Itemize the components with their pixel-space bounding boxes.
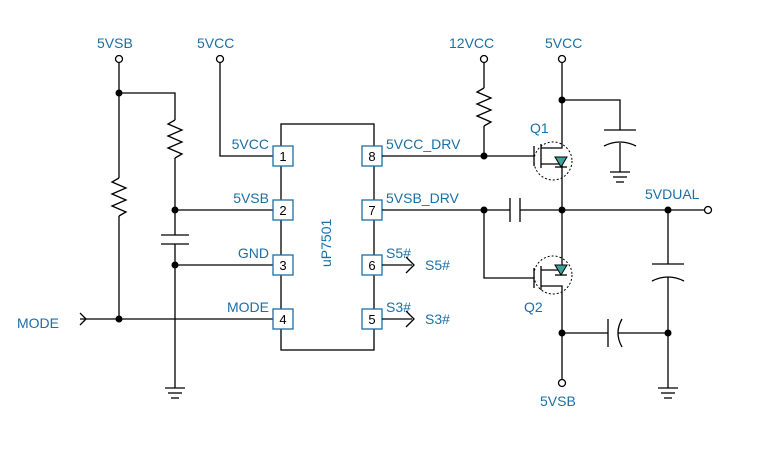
rail-label-5vsb-bottom: 5VSB [540, 393, 576, 409]
terminal-5vsb-top [114, 54, 124, 64]
ic-pin-2: 2 5VSB [233, 190, 294, 221]
ic-pin-name: GND [238, 245, 269, 261]
ic-package [280, 123, 375, 351]
rail-label-5vcc-left: 5VCC [197, 35, 234, 51]
ic-pin-name: MODE [227, 299, 269, 315]
mosfet-q1: Q1 [530, 63, 621, 246]
ic-pin-5: 5 S3# [361, 299, 411, 330]
left-network [79, 63, 273, 399]
rail-label-12vcc: 12VCC [449, 35, 494, 51]
ic-pin-number: 5 [368, 312, 375, 327]
s5-signal: S5# [382, 256, 450, 274]
ic-pin-number: 7 [368, 203, 375, 218]
s5-signal-label: S5# [425, 257, 450, 273]
s3-signal-label: S3# [425, 311, 450, 327]
q2-label: Q2 [524, 299, 543, 315]
ic-pin-1: 1 5VCC [232, 136, 294, 167]
ic-pin-name: S5# [386, 245, 411, 261]
terminal-5vcc-right [557, 54, 567, 64]
ic-pin-8: 8 5VCC_DRV [361, 136, 461, 167]
q1-label: Q1 [530, 120, 549, 136]
ic-pin-number: 2 [279, 203, 286, 218]
output-capacitors [558, 206, 685, 399]
terminal-5vdual [703, 205, 713, 215]
mode-input-label: MODE [17, 315, 59, 331]
ic-pin-3: 3 GND [238, 245, 294, 276]
ic-pin-name: 5VSB_DRV [386, 190, 460, 206]
ic-pin-number: 6 [368, 258, 375, 273]
ic-pin-name: S3# [386, 299, 411, 315]
terminal-5vcc-left [215, 54, 225, 64]
terminal-12vcc [479, 54, 489, 64]
bypass-capacitor [603, 129, 637, 183]
rail-label-5vsb-top: 5VSB [97, 35, 133, 51]
ic-pin-name: 5VSB [233, 190, 269, 206]
ic-pin-number: 8 [368, 149, 375, 164]
rail-label-5vcc-right: 5VCC [545, 35, 582, 51]
ic-pin-name: 5VCC [232, 136, 269, 152]
terminal-5vsb-bottom [557, 378, 567, 388]
ic-pin-number: 3 [279, 258, 286, 273]
mosfet-q2: Q2 [524, 246, 573, 379]
driver-network [382, 63, 704, 279]
ic-pin-4: 4 MODE [227, 299, 294, 330]
rail-label-5vdual: 5VDUAL [645, 186, 700, 202]
ic-pin-6: 6 S5# [361, 245, 411, 276]
ic-pin-number: 1 [279, 149, 286, 164]
ic-pin-name: 5VCC_DRV [386, 136, 461, 152]
ic-pin-7: 7 5VSB_DRV [361, 190, 460, 221]
ic-pin-number: 4 [279, 312, 286, 327]
s3-signal: S3# [382, 310, 450, 328]
ic-part-label: uP7501 [318, 219, 334, 267]
